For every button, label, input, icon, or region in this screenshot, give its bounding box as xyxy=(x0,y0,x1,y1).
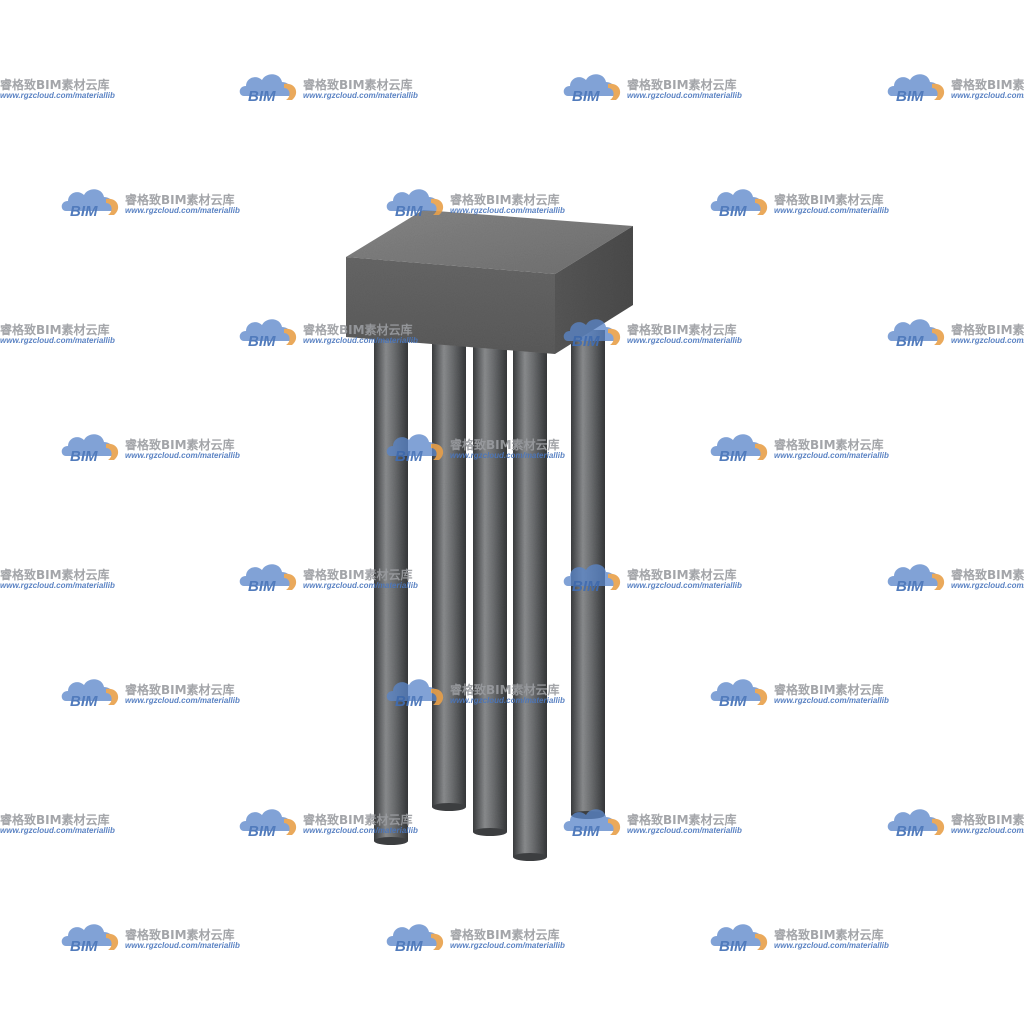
pile-back-left xyxy=(432,342,466,811)
pile-front-right xyxy=(513,345,547,861)
pile-center xyxy=(473,342,507,836)
pile-back-right xyxy=(571,330,605,819)
pile-front-left xyxy=(374,330,408,845)
